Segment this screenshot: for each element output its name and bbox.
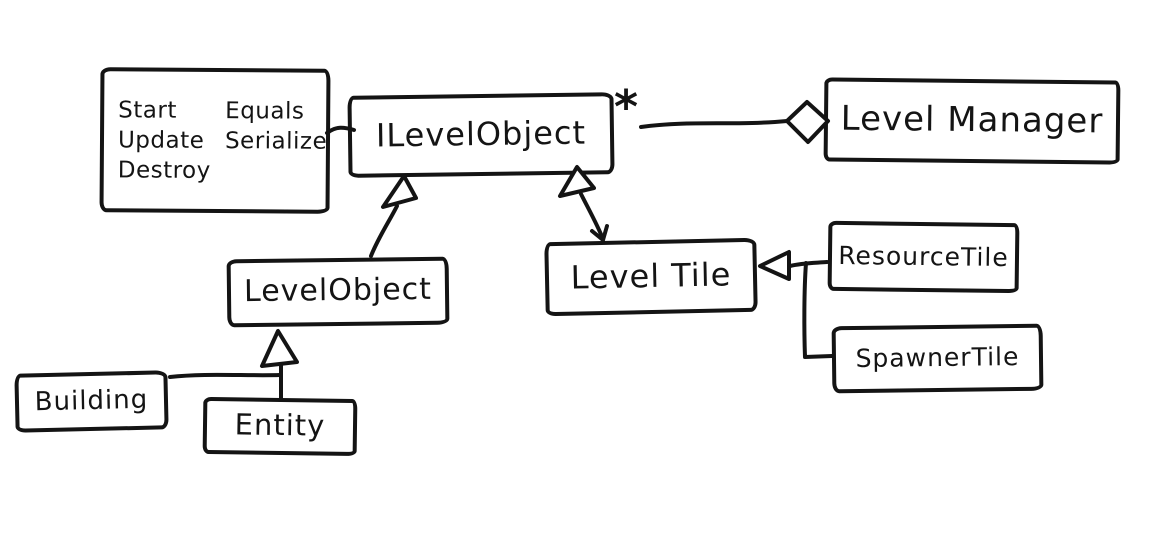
class-box-entity: Entity (202, 396, 358, 457)
class-name-ilevelobject: ILevelObject (375, 113, 587, 155)
arrowhead-icon-leveltile-end (590, 224, 609, 242)
class-name-spawnertile: SpawnerTile (855, 342, 1020, 373)
class-box-leveltile: Level Tile (544, 237, 758, 317)
class-box-building: Building (14, 370, 169, 433)
method-update: Update (117, 126, 205, 154)
class-name-levelmanager: Level Manager (840, 98, 1104, 142)
method-equals: Equals (225, 97, 305, 125)
class-box-spawnertile: SpawnerTile (831, 323, 1044, 394)
inheritance-triangle-icon-entity (260, 329, 299, 368)
method-destroy: Destroy (117, 156, 211, 184)
class-box-ilevelobject: ILevelObject (347, 92, 615, 178)
tiles-shared-line (788, 260, 829, 268)
method-start: Start (118, 96, 177, 124)
class-name-building: Building (34, 384, 149, 417)
class-name-levelobject: LevelObject (243, 271, 433, 310)
methods-list: Start Update Destroy Equals Serialize (104, 91, 328, 191)
class-name-resourcetile: ResourceTile (838, 240, 1009, 272)
class-box-levelmanager: Level Manager (823, 77, 1121, 165)
aggregation-diamond-icon (785, 100, 830, 144)
method-serialize: Serialize (224, 127, 328, 155)
inheritance-triangle-icon-tiles (758, 250, 791, 281)
inheritance-line-leveltile (579, 192, 605, 241)
class-name-leveltile: Level Tile (570, 255, 732, 297)
class-box-resourcetile: ResourceTile (827, 220, 1020, 294)
class-box-levelobject: LevelObject (226, 256, 450, 328)
inheritance-line-levelobject (369, 204, 399, 258)
building-branch-line (168, 372, 282, 379)
class-name-entity: Entity (234, 407, 326, 443)
methods-note-box: Start Update Destroy Equals Serialize (99, 67, 331, 214)
inheritance-triangle-icon-levelobject (381, 174, 418, 209)
multiplicity-star: * (614, 80, 639, 134)
aggregation-line (639, 119, 789, 129)
